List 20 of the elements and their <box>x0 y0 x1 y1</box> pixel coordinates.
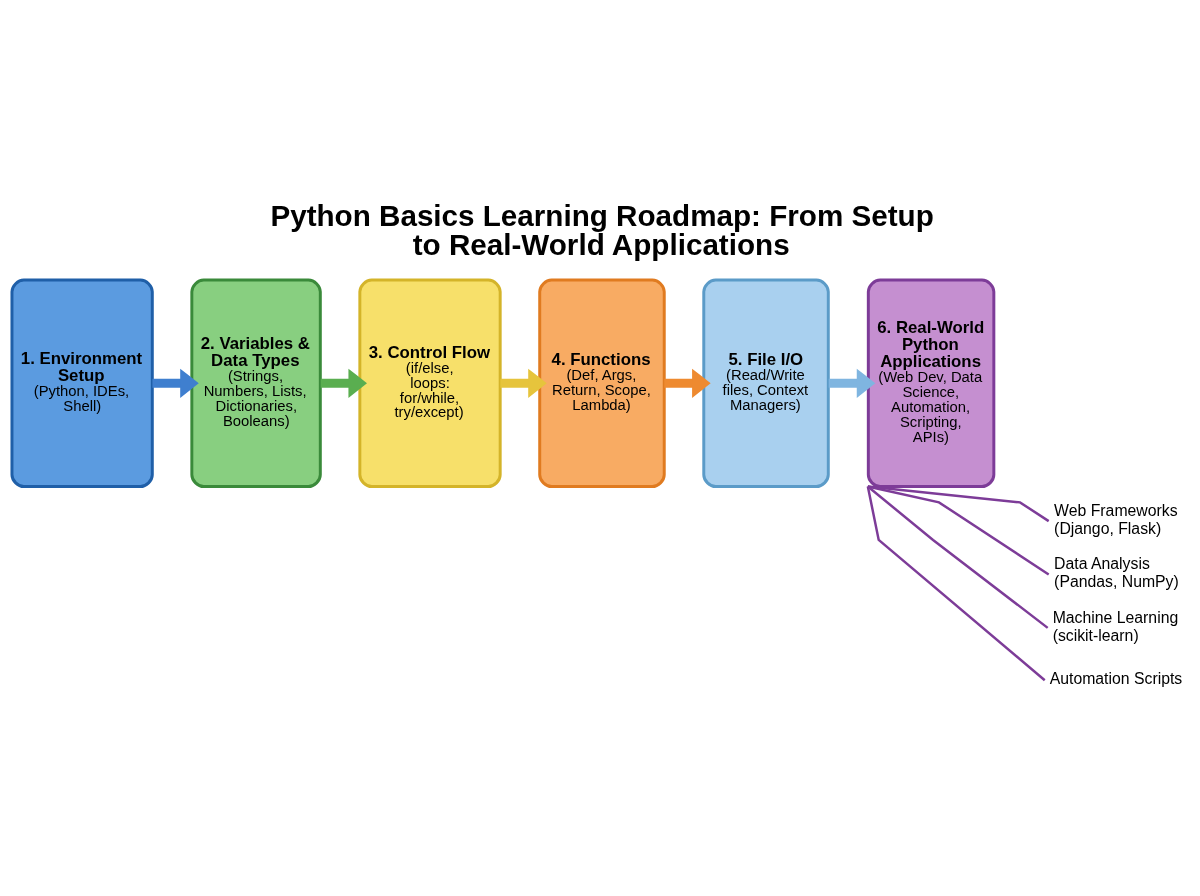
diagram-title: Python Basics Learning Roadmap: From Setup to Real-World Applications <box>270 198 934 261</box>
arrow <box>828 368 876 398</box>
connector <box>867 484 1050 522</box>
node-box: 4. Functions (Def, Args, Return, Scope, Lambda) <box>538 278 666 488</box>
node-text: Machine Learning (scikit-learn) <box>1052 608 1179 644</box>
node-text: Web Frameworks (Django, Flask) <box>1054 501 1178 537</box>
node-box: 2. Variables & Data Types (Strings, Numbers, Lists, Dictionaries, Booleans) <box>190 278 322 488</box>
arrow <box>664 368 711 398</box>
connector <box>866 485 1046 681</box>
arrow <box>500 368 547 398</box>
node-box: 1. Environment Setup (Python, IDEs, Shell) <box>10 278 154 488</box>
node-box: 3. Control Flow (if/else, loops: for/while, try/except) <box>358 278 502 488</box>
arrow <box>152 368 199 398</box>
node-box: 6. Real-World Python Applications (Web Dev, Data Science, Automation, Scripting, APIs) <box>866 278 996 488</box>
arrow <box>320 368 367 398</box>
node-box: 5. File I/O (Read/Write files, Context Managers) <box>702 278 830 488</box>
node-text: Automation Scripts <box>1049 669 1183 687</box>
connector <box>867 484 1050 576</box>
connector <box>867 485 1049 629</box>
node-text: Data Analysis (Pandas, NumPy) <box>1054 554 1179 590</box>
